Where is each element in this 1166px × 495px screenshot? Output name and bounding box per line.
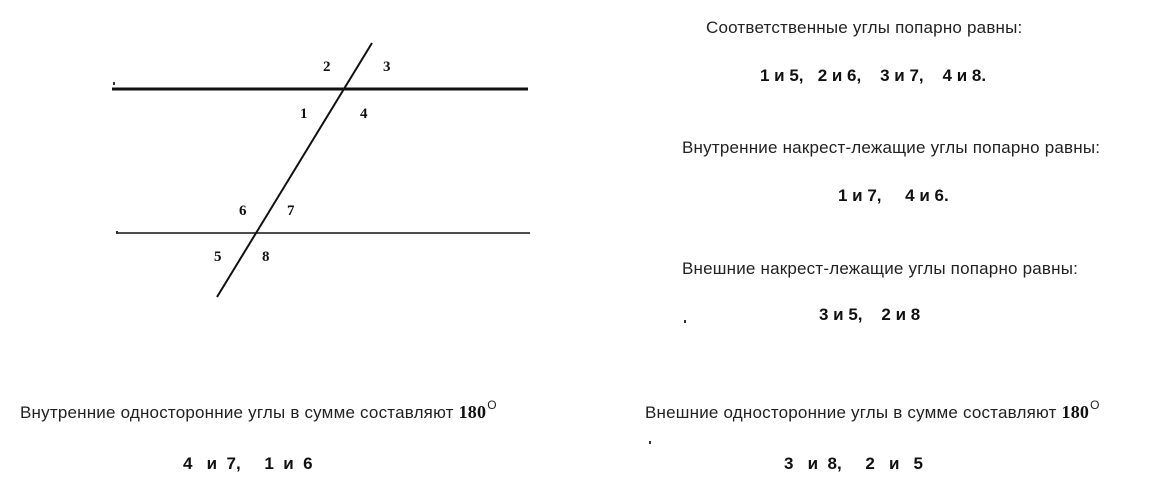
alternate-exterior-pairs: 3 и 5, 2 и 8 (819, 305, 921, 324)
degree-sign: O (487, 398, 497, 412)
exterior-same-side-heading: Внешние односторонние углы в сумме соста… (645, 398, 1100, 423)
alternate-exterior-heading: Внешние накрест-лежащие углы попарно рав… (682, 259, 1079, 278)
line-end-mark (113, 82, 115, 85)
exterior-same-side-pairs: 3 и 8, 2 и 5 (784, 454, 924, 473)
interior-same-side-text: Внутренние односторонние углы в сумме со… (20, 403, 454, 422)
stray-mark (684, 320, 686, 323)
angle-label-6: 6 (239, 203, 247, 219)
interior-same-side-pairs: 4 и 7, 1 и 6 (183, 454, 313, 473)
transversal-line (216, 42, 373, 298)
interior-sum-value: 180 (458, 402, 487, 422)
angle-label-1: 1 (300, 106, 308, 122)
angle-label-4: 4 (360, 106, 368, 122)
stray-mark (649, 441, 651, 444)
angle-label-5: 5 (214, 249, 222, 265)
line-end-mark (116, 231, 118, 234)
corresponding-angles-pairs: 1 и 5, 2 и 6, 3 и 7, 4 и 8. (760, 66, 987, 85)
corresponding-angles-heading: Соответственные углы попарно равны: (706, 18, 1023, 37)
angle-label-3: 3 (383, 59, 391, 75)
parallel-lines-diagram: 2 3 1 4 6 7 5 8 (112, 42, 530, 298)
interior-same-side-heading: Внутренние односторонние углы в сумме со… (20, 398, 497, 423)
alternate-interior-heading: Внутренние накрест-лежащие углы попарно … (682, 138, 1101, 157)
exterior-sum-value: 180 (1061, 402, 1090, 422)
angle-label-8: 8 (262, 249, 270, 265)
angle-label-2: 2 (323, 59, 331, 75)
angle-label-7: 7 (287, 203, 295, 219)
exterior-same-side-text: Внешние односторонние углы в сумме соста… (645, 403, 1057, 422)
alternate-interior-pairs: 1 и 7, 4 и 6. (838, 186, 949, 205)
degree-sign: O (1090, 398, 1100, 412)
